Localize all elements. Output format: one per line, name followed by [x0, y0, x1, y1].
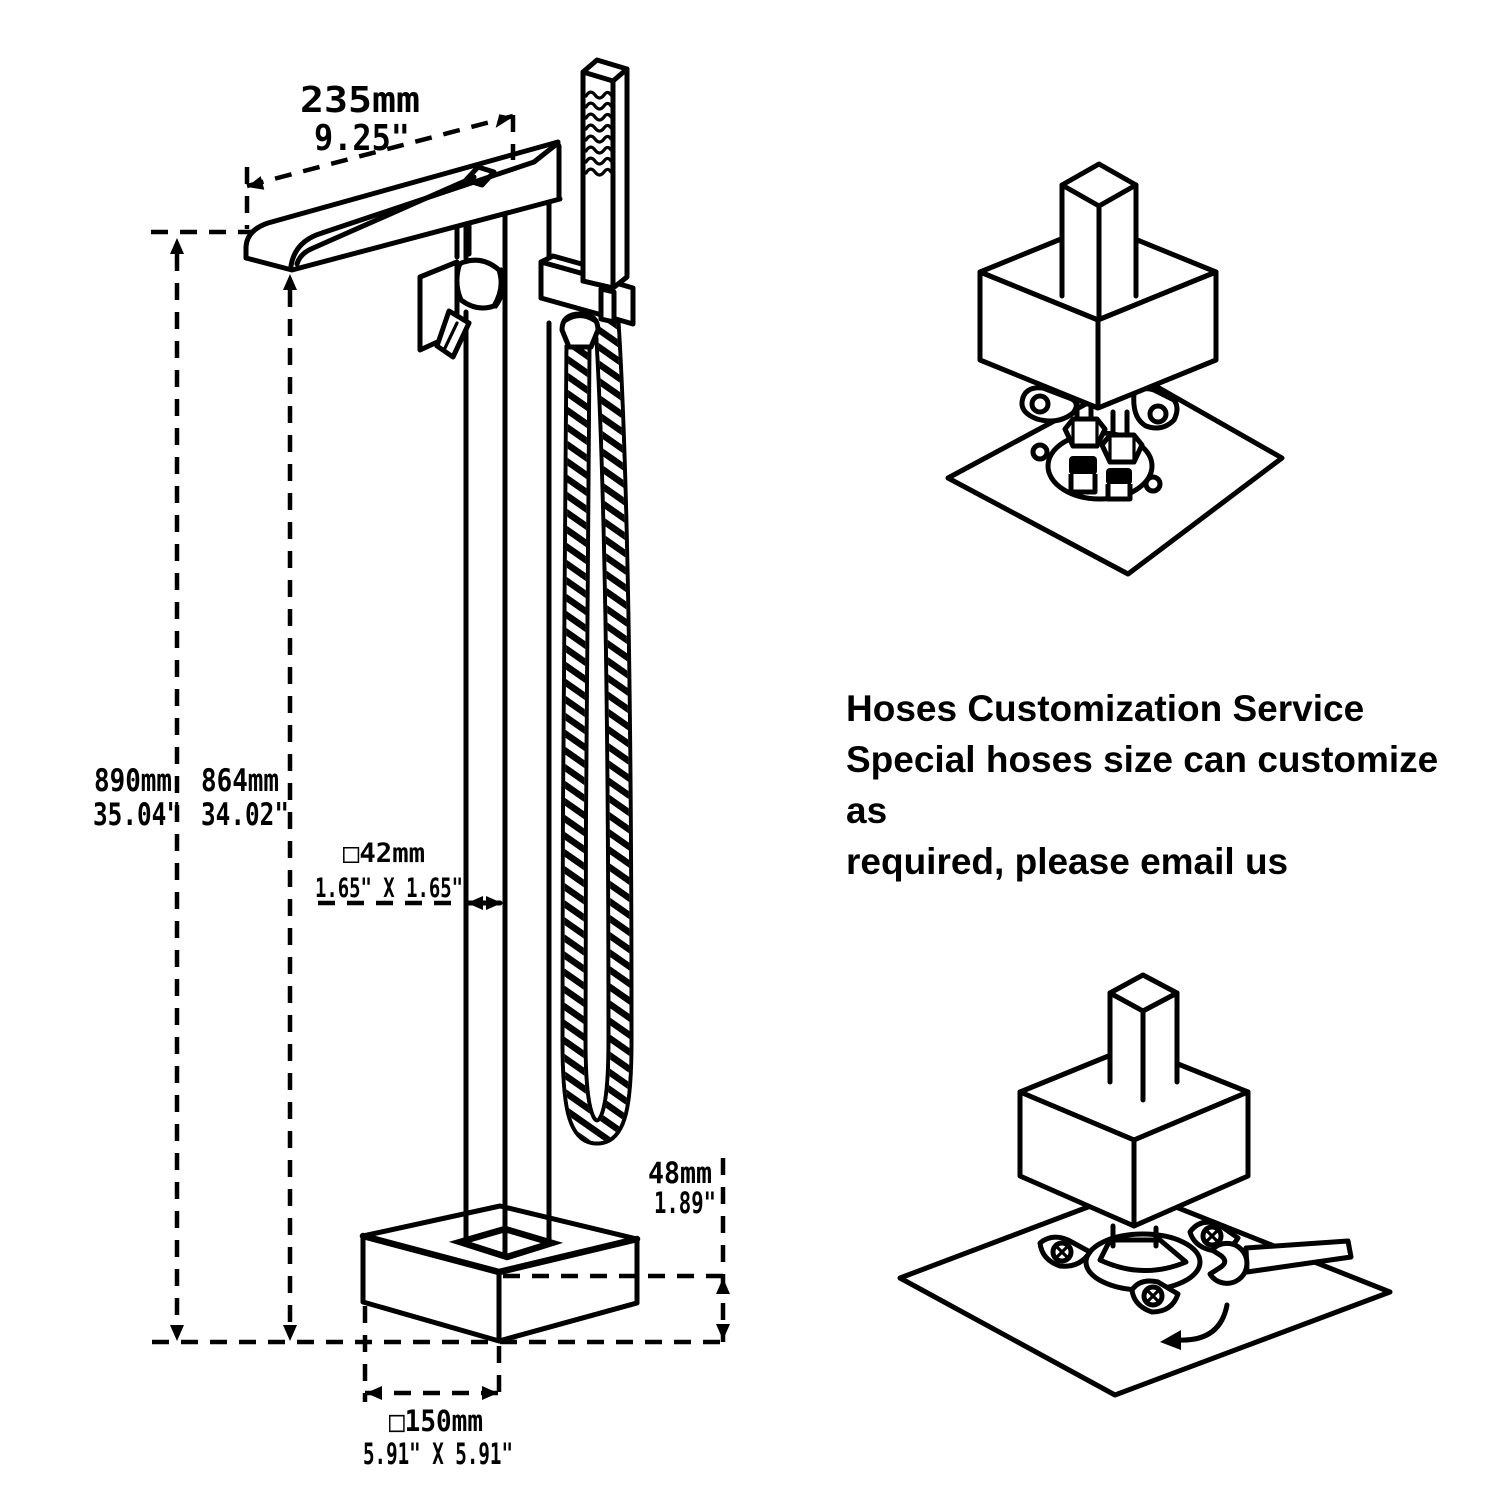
hose-fitting — [559, 311, 601, 350]
shower-hose — [560, 321, 634, 1146]
faucet-base — [359, 1203, 641, 1344]
dim-label-base-in: 5.91" X 5.91" — [363, 1437, 513, 1471]
faucet-technical-drawing — [243, 57, 641, 1344]
dimension-spout-reach: 235mm 9.25" — [244, 80, 516, 229]
install-step-mount-illustration — [945, 161, 1285, 577]
hose-stub-right — [1106, 468, 1132, 485]
hose-stub-left — [1069, 456, 1097, 475]
mounting-post-2 — [1107, 972, 1180, 1103]
dimension-column-size: □42mm 1.65" X 1.65" — [315, 838, 503, 910]
faucet-column — [463, 200, 552, 1259]
dim-label-spout-height-in: 34.02" — [201, 797, 289, 833]
dim-label-spout-height-mm: 864mm — [201, 763, 279, 799]
hoses-note-line: required, please email us — [846, 841, 1289, 882]
dim-label-column-in: 1.65" X 1.65" — [315, 873, 463, 904]
dim-label-spout-reach-in: 9.25" — [314, 118, 410, 159]
dimension-base-height: 48mm 1.89" — [503, 1156, 731, 1342]
handshower-wand — [580, 57, 630, 325]
dim-label-overall-height-mm: 890mm — [94, 763, 172, 799]
dim-label-base-height-mm: 48mm — [648, 1156, 712, 1190]
supply-connections — [1062, 396, 1145, 502]
dim-label-overall-height-in: 35.04" — [93, 797, 181, 833]
floor-flange-2 — [1083, 1223, 1203, 1293]
hoses-note-line: Special hoses size can customize as — [846, 739, 1439, 831]
hoses-note: Hoses Customization Service Special hose… — [846, 683, 1466, 887]
dim-label-base-mm: □150mm — [389, 1404, 483, 1438]
wrench-icon — [1207, 1238, 1354, 1286]
dimension-overall-height: 890mm 35.04" — [93, 229, 254, 1341]
hoses-note-line: Hoses Customization Service — [846, 688, 1365, 729]
mounting-post — [1059, 161, 1139, 319]
dimension-spout-height: 864mm 34.02" — [201, 274, 297, 1341]
mixer-handle — [417, 257, 506, 360]
dim-label-column-mm: □42mm — [343, 838, 425, 869]
spray-face-texture — [584, 90, 614, 177]
spout-assembly — [243, 139, 563, 273]
dim-label-base-height-in: 1.89" — [654, 1186, 716, 1220]
rotate-arrow-icon — [1160, 1302, 1230, 1350]
install-step-tighten-illustration — [897, 972, 1393, 1398]
dim-label-spout-reach-mm: 235mm — [300, 80, 420, 121]
dimension-base-size: □150mm 5.91" X 5.91" — [362, 1306, 513, 1471]
